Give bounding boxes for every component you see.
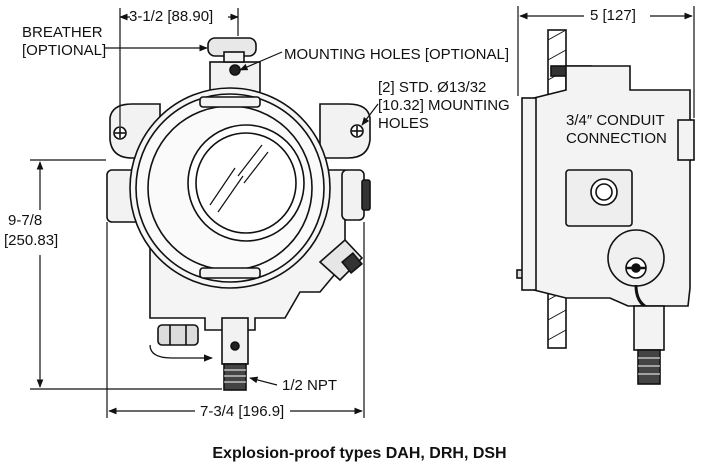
front-side-knob	[361, 179, 371, 211]
front-bottom-stem	[221, 317, 249, 365]
label-conduit-1: 3/4″ CONDUIT	[566, 112, 665, 129]
label-breather: BREATHER	[22, 24, 103, 41]
label-mounting-holes-optional: MOUNTING HOLES [OPTIONAL]	[284, 46, 510, 63]
label-breather-optional: [OPTIONAL]	[22, 42, 107, 59]
side-left-flange	[521, 97, 537, 291]
side-right-fin	[677, 119, 695, 161]
front-adjust-nut	[157, 324, 199, 346]
figure-caption: Explosion-proof types DAH, DRH, DSH	[212, 445, 507, 462]
front-side-fitting	[318, 238, 364, 282]
label-depth-top: 5 [127]	[590, 7, 636, 24]
side-view	[516, 29, 695, 385]
front-window	[187, 124, 305, 242]
label-height-1: 9-7/8	[8, 212, 43, 229]
label-npt: 1/2 NPT	[282, 377, 338, 394]
side-bottom-stem	[633, 305, 665, 351]
front-cover-lug-bottom	[199, 267, 261, 279]
label-width-top: 3-1/2 [88.90]	[129, 8, 214, 25]
label-conduit-2: CONNECTION	[566, 130, 667, 147]
front-view	[106, 37, 371, 391]
label-height-2: [250.83]	[4, 232, 59, 249]
front-cover-lug-top	[199, 96, 261, 108]
front-npt-thread	[223, 363, 247, 391]
front-dimensions	[30, 8, 379, 418]
label-width-bottom: 7-3/4 [196.9]	[200, 403, 285, 420]
front-side-fitting-nut	[341, 252, 363, 274]
side-npt-thread	[637, 349, 661, 385]
side-conduit-hole	[590, 178, 618, 206]
breather-hole	[229, 64, 241, 76]
front-stem-hole	[230, 341, 240, 351]
front-right-side-block	[341, 169, 365, 221]
side-dimensions	[517, 6, 695, 118]
label-std-holes-1: [2] STD. Ø13/32	[378, 79, 487, 96]
front-window-inner	[195, 132, 297, 234]
label-std-holes-3: HOLES	[378, 115, 429, 132]
breather-nut	[223, 51, 245, 63]
label-std-holes-2: [10.32] MOUNTING	[378, 97, 510, 114]
